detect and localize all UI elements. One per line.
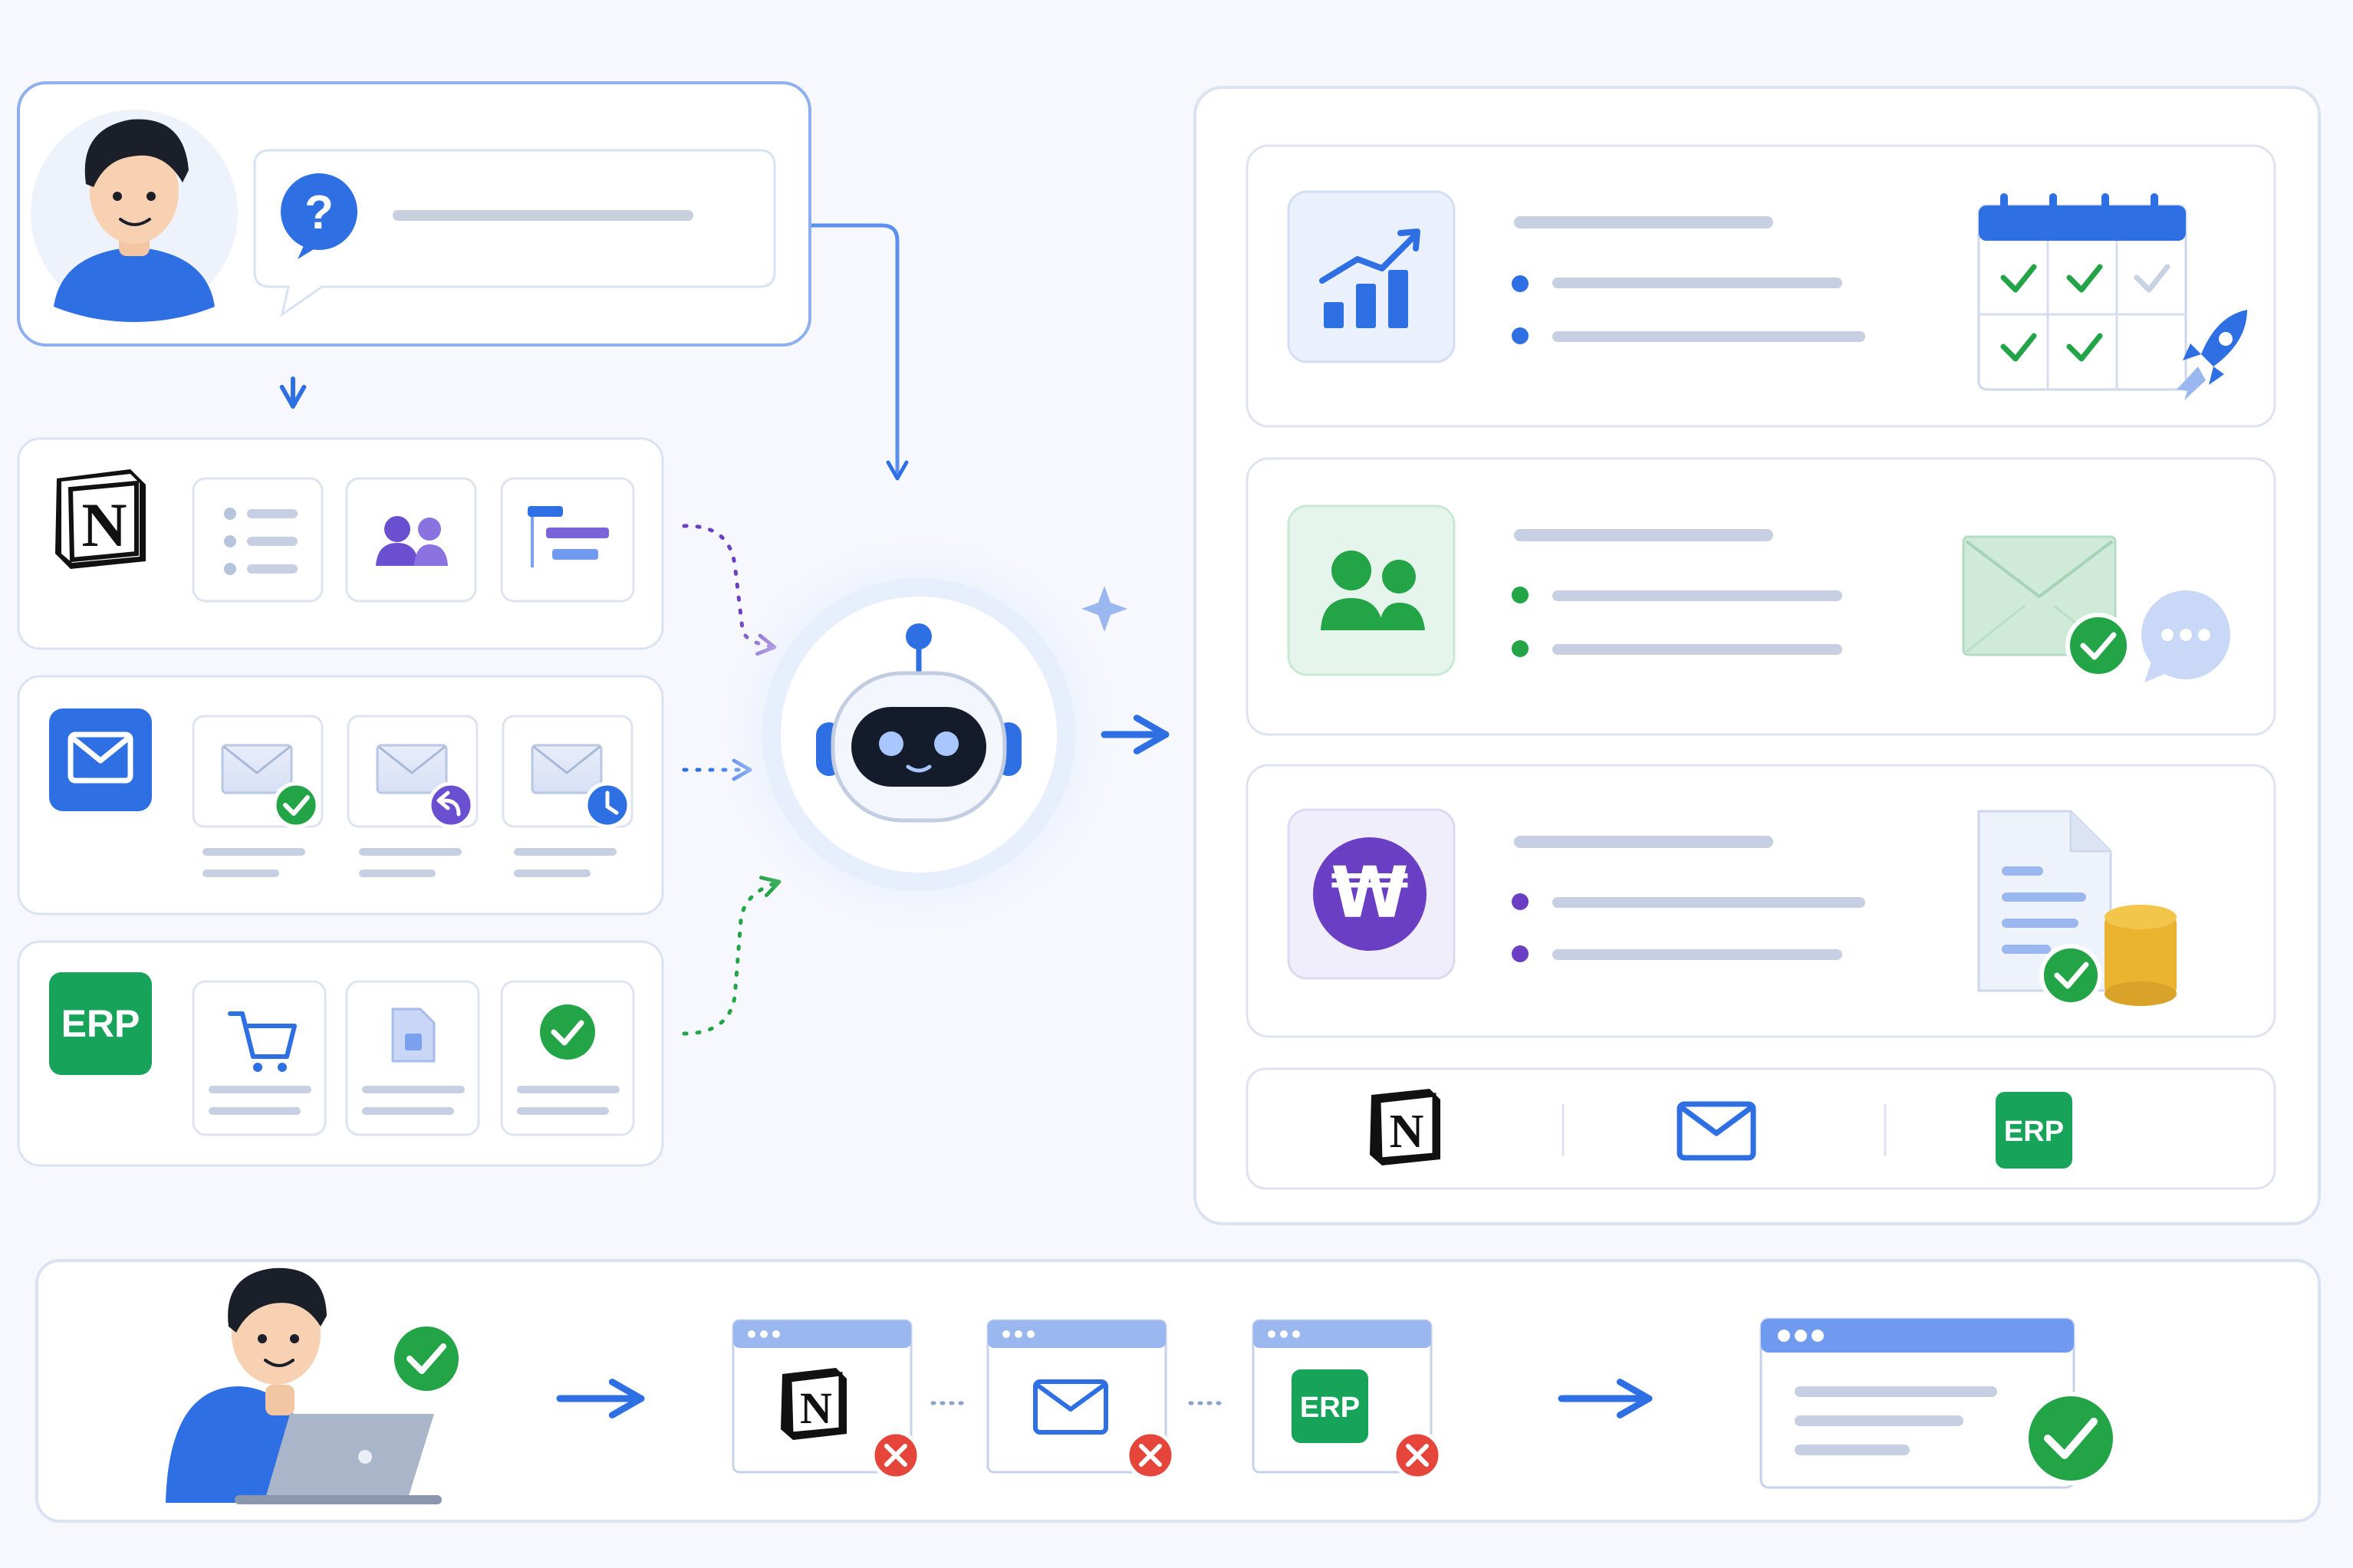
notion-team-tile — [345, 477, 477, 603]
gantt-icon — [528, 506, 609, 567]
output-panel: ₩ — [1193, 86, 2321, 1225]
result-window-success — [1759, 1317, 2118, 1489]
notion-letter: N — [1390, 1106, 1424, 1158]
erp-to-robot-connector — [682, 876, 782, 1036]
question-icon: ? — [281, 173, 357, 259]
won-symbol: ₩ — [1331, 852, 1408, 934]
check-circle-icon — [540, 1004, 595, 1060]
mail-icon — [1033, 1379, 1108, 1435]
check-badge-icon — [272, 781, 320, 829]
team-card — [1246, 457, 2276, 736]
erp-logo-icon: ERP — [1292, 1369, 1368, 1443]
erp-window-failed: ERP — [1252, 1319, 1443, 1481]
notion-letter: N — [81, 490, 127, 560]
error-badge-icon — [1392, 1430, 1443, 1481]
erp-cart-tile — [192, 980, 327, 1136]
notion-logo-icon: N — [1370, 1089, 1440, 1165]
rocket-icon — [2177, 310, 2247, 400]
calendar-icon — [1977, 193, 2187, 391]
report-card — [1246, 144, 2276, 428]
won-coin-icon: ₩ — [1287, 808, 1456, 980]
notion-source-card: N — [17, 437, 664, 650]
user-avatar — [31, 110, 238, 322]
notion-letter: N — [800, 1383, 832, 1433]
email-source-card — [17, 675, 664, 915]
mail-window-failed — [986, 1319, 1176, 1481]
mail-scheduled-tile — [502, 715, 634, 877]
ai-robot-hub — [704, 520, 1134, 949]
growth-chart-icon — [1287, 190, 1456, 363]
mail-sent-tile — [192, 715, 324, 877]
erp-label: ERP — [1300, 1392, 1360, 1424]
question-text-placeholder — [393, 210, 693, 221]
erp-logo-icon: ERP — [49, 972, 152, 1075]
mail-icon — [49, 708, 152, 811]
mail-sent-icon — [1962, 535, 2131, 679]
invoice-icon — [391, 1008, 436, 1063]
error-badge-icon — [1125, 1430, 1176, 1481]
robot-icon — [816, 623, 1022, 823]
sparkle-icon — [1081, 586, 1127, 632]
erp-label: ERP — [2004, 1116, 2064, 1148]
question-to-robot-arrow — [811, 223, 909, 481]
question-mark: ? — [304, 186, 334, 239]
erp-approved-tile — [500, 980, 635, 1136]
check-badge-icon — [394, 1326, 459, 1391]
before-after-panel: N — [35, 1259, 2321, 1523]
user-laptop-illustration — [166, 1267, 442, 1504]
integrations-strip: N ERP — [1246, 1067, 2276, 1190]
mail-icon — [1677, 1101, 1756, 1161]
notion-logo-icon: N — [55, 469, 146, 569]
cart-icon — [228, 1011, 297, 1072]
mail-reply-tile — [347, 715, 479, 877]
team-icon — [376, 516, 448, 566]
erp-source-card: ERP — [17, 940, 664, 1167]
notion-gantt-tile — [500, 477, 635, 603]
notion-logo-icon: N — [781, 1368, 847, 1440]
team-icon — [1287, 505, 1456, 676]
error-badge-icon — [870, 1430, 921, 1481]
question-bubble: ? — [253, 149, 776, 317]
notion-list-tile — [192, 477, 324, 603]
erp-logo-icon: ERP — [1996, 1092, 2072, 1169]
erp-label: ERP — [61, 1002, 140, 1045]
erp-invoice-tile — [345, 980, 480, 1136]
check-circle-icon — [2024, 1392, 2118, 1485]
finance-card: ₩ — [1246, 764, 2276, 1038]
reply-badge-icon — [427, 781, 475, 829]
chat-bubble-icon — [2141, 590, 2230, 682]
document-coins-icon — [1977, 810, 2177, 1007]
clock-badge-icon — [584, 781, 631, 829]
user-question-card: ? — [17, 81, 811, 347]
notion-window-failed: N — [732, 1319, 921, 1481]
